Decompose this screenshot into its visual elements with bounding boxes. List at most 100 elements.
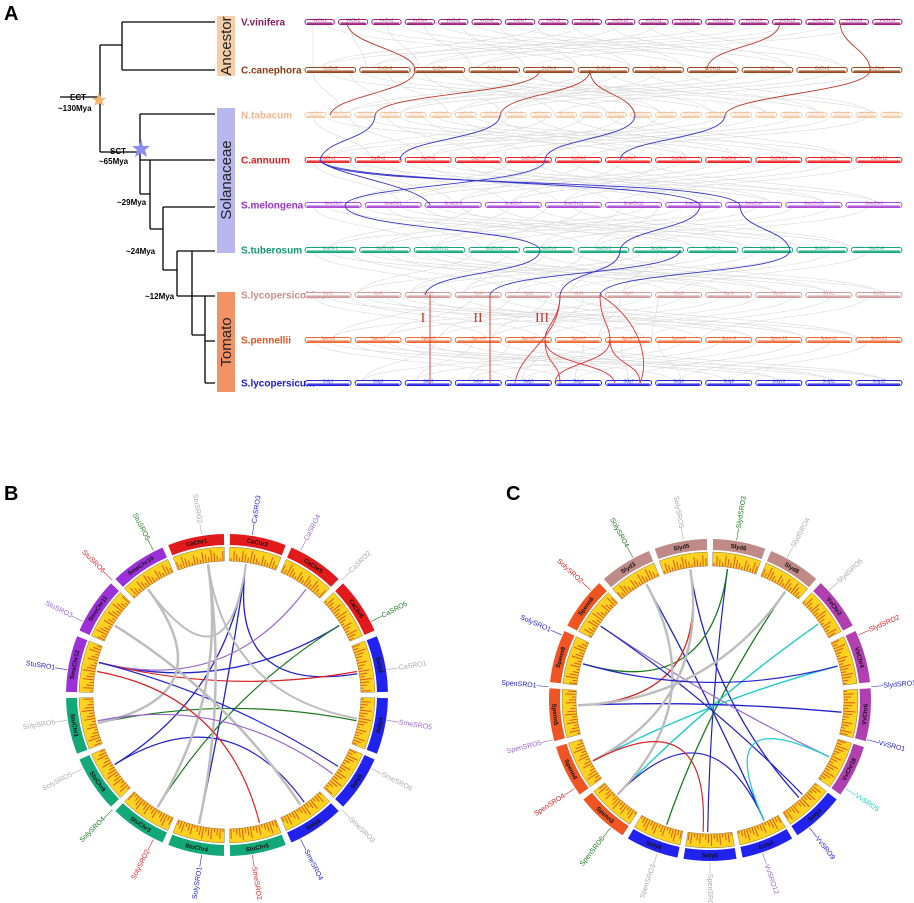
chromosome-segment [845,631,870,684]
gene-label: SolySRO4 [608,517,630,549]
density-bar [97,636,105,641]
density-bar [83,669,96,673]
density-bar [567,710,577,713]
density-bar [158,811,163,818]
chromosome-label: Spenn3 [421,335,436,340]
background-link [386,69,449,116]
background-link [472,69,823,116]
chromosome-label: NtChr1 [309,110,323,115]
density-bar [827,632,836,638]
background-link [463,249,548,296]
density-bar [598,785,608,794]
density-bar [247,827,250,836]
background-link [361,114,693,161]
density-bar [827,762,838,770]
density-bar [652,571,656,578]
density-bar [769,819,775,829]
background-link [513,249,758,296]
background-link [378,204,684,251]
density-bar [142,575,151,586]
density-bar [792,804,800,814]
background-synteny-lines [312,21,891,384]
background-link [312,159,401,206]
density-track [172,819,225,844]
density-bar [103,759,111,764]
density-bar [111,617,116,621]
density-bar [825,629,830,633]
density-bar [352,644,360,648]
density-bar [690,832,693,844]
background-link [349,249,512,296]
density-bar [589,767,595,772]
chromosome-label: VvChr13 [712,17,729,22]
density-bar [94,742,102,746]
gene-label: StuSRO2 [191,493,203,523]
density-bar [688,561,690,568]
chromosome-label: CaChr6 [571,155,586,160]
density-bar [833,643,846,650]
density-bar [120,602,127,608]
density-bar [814,783,818,787]
background-link [361,21,635,71]
density-bar [89,723,97,726]
chromosome-label: VvChr5 [446,17,461,22]
density-bar [191,562,194,566]
background-link [450,69,795,116]
density-bar [134,795,140,802]
density-bar [303,575,311,586]
background-link [386,204,536,251]
density-bar [355,731,363,735]
synteny-link [98,661,357,682]
density-bar [196,825,199,832]
chromosome-label: Soly9 [723,378,734,383]
background-link [435,69,770,116]
density-bar [806,602,813,608]
background-link [622,249,659,296]
species-name: N.tabacum [241,111,292,122]
gene-label: StuSRO5 [131,512,151,542]
background-link [324,21,582,71]
synteny-link [645,583,765,821]
density-bar [353,647,359,651]
density-bar [286,564,293,576]
gene-label: SolySRO5 [41,771,73,792]
gene-label: SpenSRO1 [501,680,537,690]
chromosome-label: NtChr21 [809,110,825,115]
sro-synteny-links [319,21,871,384]
density-bar [564,713,577,716]
chromosome-segment [791,792,837,836]
gene-pointer [71,768,83,775]
density-bar [783,578,791,589]
background-link [468,339,511,384]
background-link [435,204,857,251]
chromosome-segment [287,547,339,587]
density-bar [764,822,767,826]
density-bar [147,575,153,584]
background-link [423,204,589,251]
density-bar [149,806,153,811]
density-bar [833,750,840,754]
background-link [423,21,473,71]
gene-label: CaSRO4 [303,514,322,542]
density-bar [568,690,577,693]
density-bar [263,823,267,830]
density-bar [94,728,98,731]
density-bar [178,821,183,829]
node-age-29: ~29Mya [117,198,147,207]
node-age-12: ~12Mya [145,292,175,301]
density-bar [360,678,373,681]
density-bar [247,557,249,563]
background-link [424,21,622,71]
density-bar [746,564,750,572]
density-bar [204,554,207,563]
chromosome-label: CaChr5 [521,155,536,160]
background-link [398,204,804,251]
density-bar [579,752,588,758]
chromosome-label: CcChr5 [323,65,338,70]
background-link [482,114,622,161]
density-bar [670,828,674,838]
chromosome-label: StuChr3 [596,245,612,250]
density-bar [841,726,846,729]
density-bar [644,569,651,581]
